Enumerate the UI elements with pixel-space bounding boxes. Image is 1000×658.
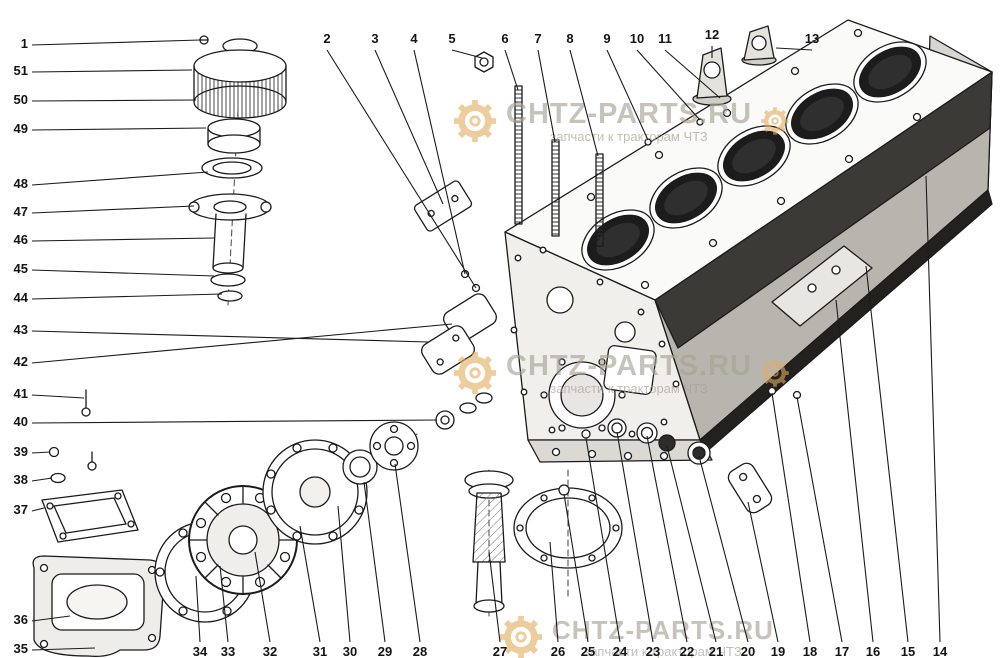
- part-engine-block: [504, 19, 993, 463]
- callout-36: 36: [13, 612, 28, 627]
- part-small-stud-4: [460, 269, 470, 279]
- callout-19: 19: [770, 644, 786, 658]
- callout-25: 25: [580, 644, 596, 658]
- part-drive-flange: [369, 421, 419, 471]
- part-breather-gasket: [201, 157, 263, 179]
- part-breather-cap: [193, 35, 287, 119]
- part-seal-ring: [342, 449, 378, 485]
- callout-13: 13: [804, 31, 820, 46]
- callout-11: 11: [658, 31, 672, 46]
- callout-45: 45: [13, 261, 28, 276]
- callout-1: 1: [20, 36, 28, 51]
- part-filler-tube: [210, 213, 247, 302]
- part-engine-mount-front: [692, 47, 732, 106]
- callout-7: 7: [534, 31, 542, 46]
- callout-6: 6: [501, 31, 509, 46]
- callout-48: 48: [13, 176, 28, 191]
- callout-37: 37: [13, 502, 28, 517]
- callout-4: 4: [410, 31, 418, 46]
- callout-9: 9: [603, 31, 611, 46]
- part-side-plate: [727, 462, 773, 514]
- callout-8: 8: [566, 31, 574, 46]
- callout-14: 14: [932, 644, 948, 658]
- part-breather-body: [207, 118, 261, 154]
- part-hex-nut: [474, 51, 494, 73]
- callout-10: 10: [629, 31, 645, 46]
- callout-41: 41: [13, 386, 28, 401]
- callout-40: 40: [13, 414, 28, 429]
- part-plug-40: [435, 392, 493, 430]
- callout-26: 26: [550, 644, 566, 658]
- callout-33: 33: [220, 644, 236, 658]
- callout-32: 32: [262, 644, 278, 658]
- callout-21: 21: [708, 644, 724, 658]
- part-small-fasteners: [48, 389, 97, 484]
- callout-3: 3: [371, 31, 379, 46]
- callout-39: 39: [13, 444, 28, 459]
- callout-29: 29: [377, 644, 393, 658]
- callout-20: 20: [740, 644, 756, 658]
- callout-16: 16: [865, 644, 881, 658]
- callout-43: 43: [13, 322, 28, 337]
- callout-34: 34: [192, 644, 208, 658]
- part-pump-housing: [32, 555, 165, 658]
- callout-38: 38: [13, 472, 28, 487]
- callout-44: 44: [13, 290, 28, 305]
- part-engine-mount-rear: [741, 25, 777, 66]
- part-oil-filler-tube: [464, 470, 514, 613]
- callout-50: 50: [13, 92, 28, 107]
- callout-17: 17: [834, 644, 850, 658]
- callout-46: 46: [13, 232, 28, 247]
- callout-18: 18: [802, 644, 818, 658]
- callout-51: 51: [13, 63, 28, 78]
- callout-27: 27: [492, 644, 508, 658]
- callout-5: 5: [448, 31, 456, 46]
- callout-42: 42: [13, 354, 28, 369]
- part-bolt-17: [792, 390, 802, 400]
- callout-2: 2: [323, 31, 331, 46]
- callout-15: 15: [900, 644, 916, 658]
- callout-22: 22: [679, 644, 695, 658]
- callout-47: 47: [13, 204, 28, 219]
- callout-35: 35: [13, 641, 28, 656]
- part-bottom-cover-plate: [41, 489, 139, 543]
- callout-30: 30: [342, 644, 358, 658]
- callout-12: 12: [704, 27, 720, 42]
- part-filler-flange: [188, 193, 272, 221]
- callout-28: 28: [412, 644, 428, 658]
- part-small-stud-2: [471, 283, 481, 293]
- part-cover-plate-small: [413, 180, 473, 232]
- part-bolt-18: [767, 386, 777, 396]
- callout-24: 24: [612, 644, 628, 658]
- callout-49: 49: [13, 121, 28, 136]
- callout-31: 31: [312, 644, 328, 658]
- callout-23: 23: [645, 644, 661, 658]
